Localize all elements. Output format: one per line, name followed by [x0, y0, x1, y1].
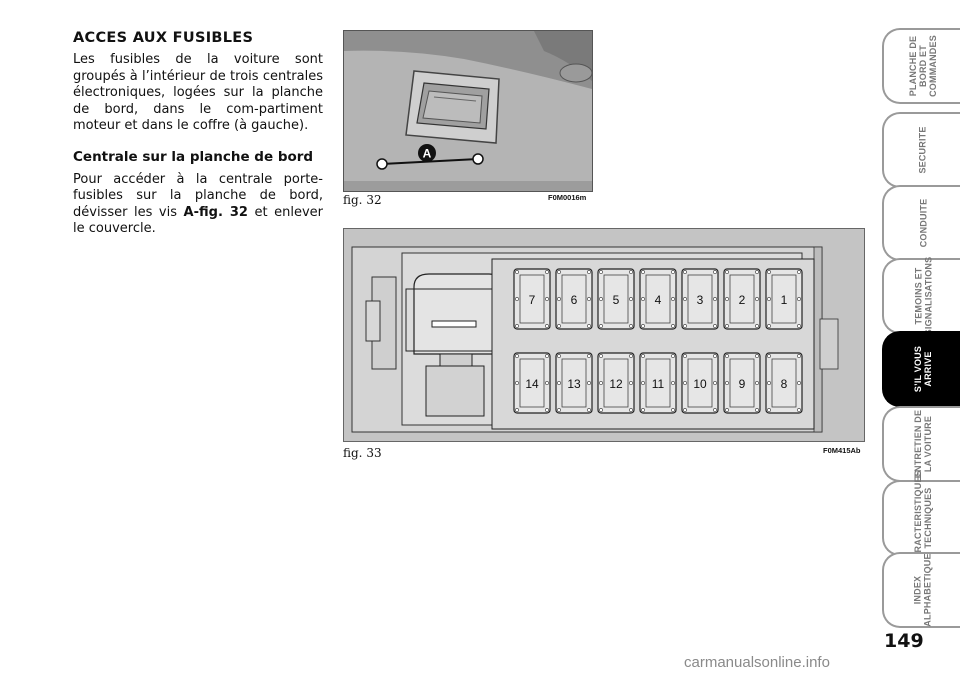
- tab-sil-vous-arrive[interactable]: S’IL VOUS ARRIVE: [882, 331, 960, 407]
- fuse-number: 8: [781, 377, 788, 391]
- fuse-1: 1: [765, 268, 803, 330]
- fuse-number: 9: [739, 377, 746, 391]
- fuse-7: 7: [513, 268, 551, 330]
- fuse-number: 10: [693, 377, 707, 391]
- fuse-3: 3: [681, 268, 719, 330]
- tab-temoins[interactable]: TEMOINS ET SIGNALISATIONS: [882, 256, 960, 336]
- subheading: Centrale sur la planche de bord: [73, 148, 314, 165]
- tab-label: TEMOINS ET SIGNALISATIONS: [913, 256, 934, 336]
- dashboard-cover-illustration: A: [344, 31, 592, 191]
- fig33-code: F0M415Ab: [823, 446, 861, 455]
- fuse-number: 12: [609, 377, 623, 391]
- fig33-label: fig. 33: [343, 446, 382, 460]
- fig32-code: F0M0016m: [548, 193, 587, 202]
- tab-entretien[interactable]: ENTRETIEN DE LA VOITURE: [882, 406, 960, 482]
- figure-32-image: A: [343, 30, 593, 192]
- instruction-paragraph: Pour accéder à la centrale porte-fusible…: [73, 172, 323, 238]
- figure-33-image: 7 6 5 4 3 2 1 14 13 12 11 10 9 8: [343, 228, 865, 442]
- fig32-label: fig. 32: [343, 193, 382, 207]
- text-column: ACCES AUX FUSIBLES Les fusibles de la vo…: [73, 30, 323, 252]
- section-title: ACCES AUX FUSIBLES: [73, 30, 254, 46]
- fuse-number: 2: [739, 293, 746, 307]
- fuse-number: 5: [613, 293, 620, 307]
- figure-reference: A-fig. 32: [183, 204, 248, 220]
- tab-label: PLANCHE DE BORD ET COMMANDES: [908, 35, 938, 97]
- fuse-14: 14: [513, 352, 551, 414]
- fuse-box-diagram: 7 6 5 4 3 2 1 14 13 12 11 10 9 8: [344, 229, 864, 441]
- fuse-number: 4: [655, 293, 662, 307]
- intro-paragraph: Les fusibles de la voiture sont groupés …: [73, 52, 323, 133]
- fuse-4: 4: [639, 268, 677, 330]
- tab-label: ENTRETIEN DE LA VOITURE: [913, 409, 933, 479]
- fuse-11: 11: [639, 352, 677, 414]
- fuse-2: 2: [723, 268, 761, 330]
- tab-label: INDEX ALPHABETIQUE: [913, 553, 933, 627]
- tab-conduite[interactable]: CONDUITE: [882, 185, 960, 261]
- instruction-text: Pour accéder à la centrale porte-fusible…: [73, 171, 323, 220]
- page-number: 149: [884, 630, 924, 652]
- fuse-number: 3: [697, 293, 704, 307]
- fuse-number: 6: [571, 293, 578, 307]
- tab-planche-de-bord[interactable]: PLANCHE DE BORD ET COMMANDES: [882, 28, 960, 104]
- fuse-number: 14: [525, 377, 539, 391]
- fuse-number: 11: [652, 377, 665, 391]
- tab-caracteristiques[interactable]: CARACTERISTIQUES TECHNIQUES: [882, 470, 960, 566]
- fuse-number: 13: [567, 377, 581, 391]
- fuse-13: 13: [555, 352, 593, 414]
- fuse-5: 5: [597, 268, 635, 330]
- fuse-10: 10: [681, 352, 719, 414]
- fuse-12: 12: [597, 352, 635, 414]
- fuse-number: 1: [781, 293, 788, 307]
- fuse-number: 7: [529, 293, 536, 307]
- fuse-6: 6: [555, 268, 593, 330]
- tab-label: S’IL VOUS ARRIVE: [913, 345, 933, 393]
- tab-label: CONDUITE: [917, 198, 928, 248]
- watermark: carmanualsonline.info: [684, 654, 830, 671]
- callout-a: A: [423, 147, 432, 161]
- instruction-text-end: et enlever le couvercle.: [73, 204, 323, 237]
- tab-securite[interactable]: SECURITE: [882, 112, 960, 188]
- tab-label: SECURITE: [917, 126, 928, 174]
- tab-index[interactable]: INDEX ALPHABETIQUE: [882, 552, 960, 628]
- fuse-9: 9: [723, 352, 761, 414]
- fuse-8: 8: [765, 352, 803, 414]
